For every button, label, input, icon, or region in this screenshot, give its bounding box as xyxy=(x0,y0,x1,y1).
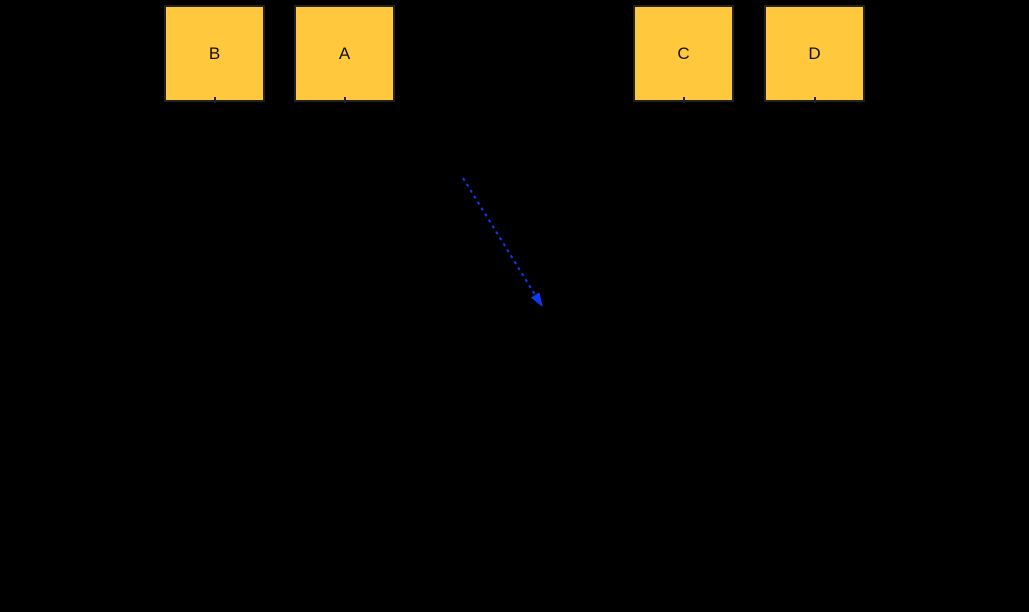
node-a[interactable]: A xyxy=(294,5,395,102)
node-d[interactable]: D xyxy=(764,5,865,102)
dashed-arrow-line xyxy=(462,177,543,307)
node-c-label: C xyxy=(677,43,690,63)
node-a-label: A xyxy=(338,43,351,63)
node-b[interactable]: B xyxy=(164,5,265,102)
node-b-label: B xyxy=(208,43,221,63)
node-d-label: D xyxy=(808,43,821,63)
node-c[interactable]: C xyxy=(633,5,734,102)
